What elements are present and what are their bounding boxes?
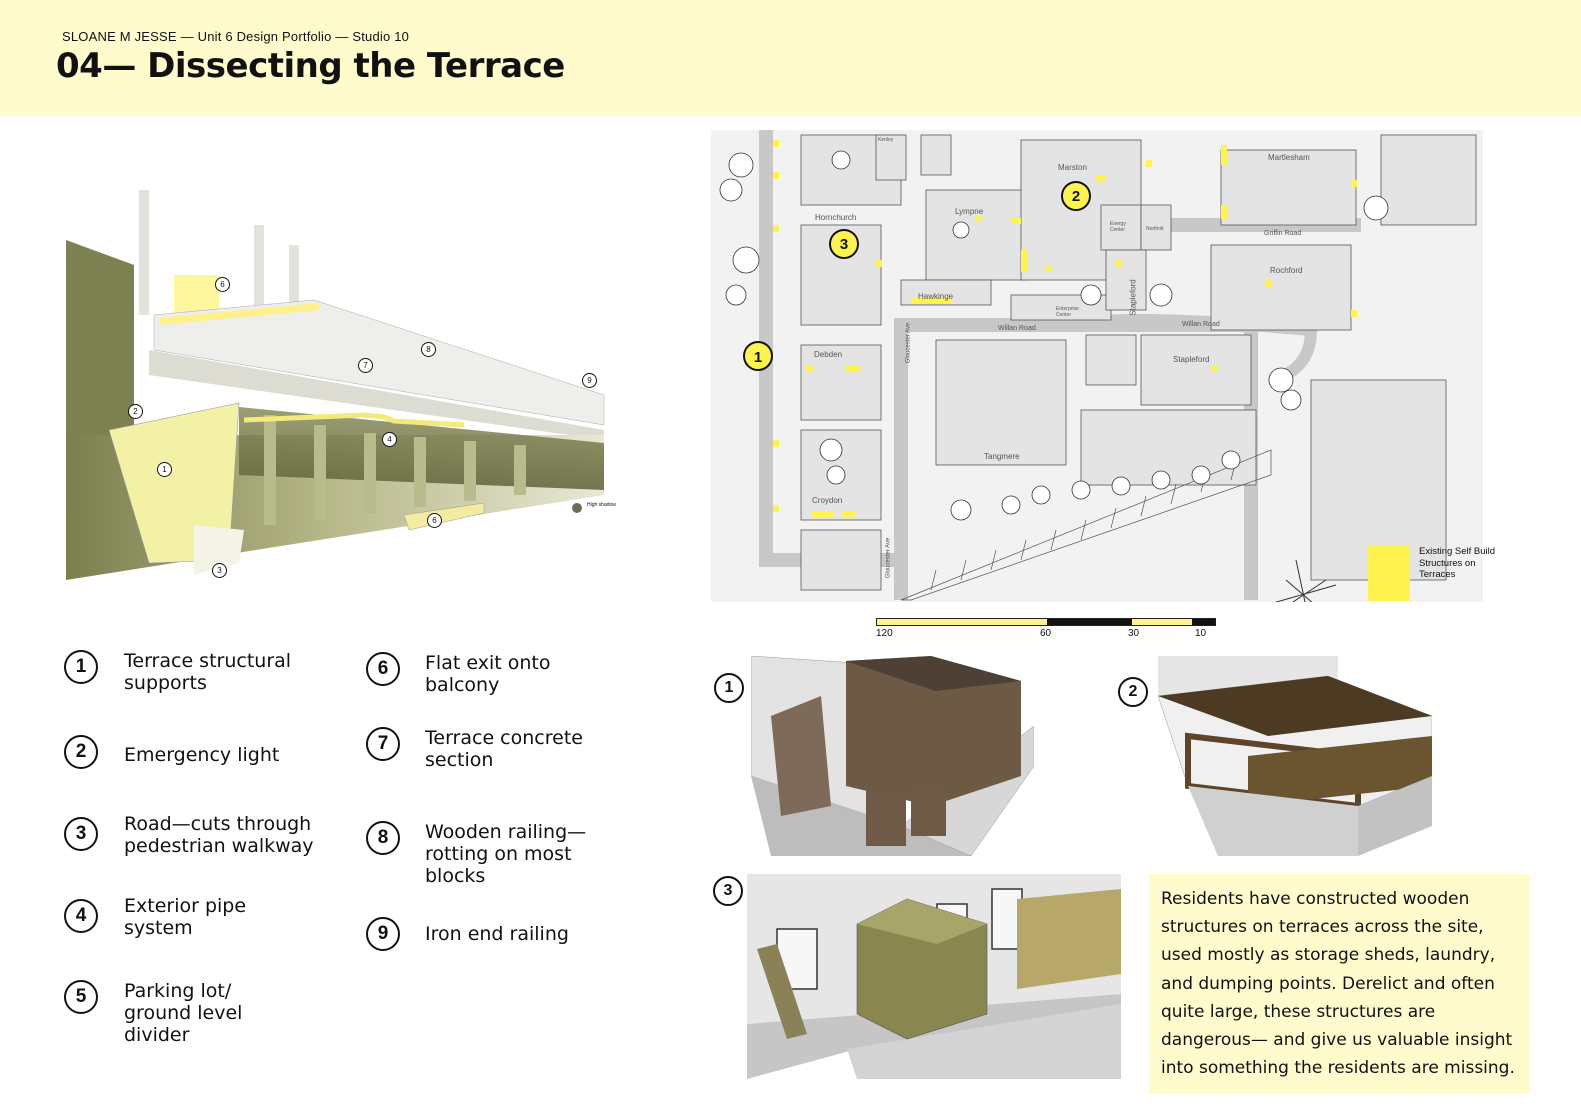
legend-number: 5: [64, 980, 98, 1014]
section-callout-6b: 6: [427, 513, 442, 528]
legend-number: 2: [64, 735, 98, 769]
legend-number: 7: [366, 727, 400, 761]
thumbnail-number-2: 2: [1118, 677, 1148, 707]
legend-label: Road—cuts through pedestrian walkway: [124, 813, 314, 857]
terrace-section-drawing: [66, 190, 605, 580]
legend-item-2: 2 Emergency light: [64, 735, 334, 769]
legend-label: Emergency light: [124, 744, 280, 766]
legend-label: Wooden railing— rotting on most blocks: [425, 821, 587, 887]
map-label: Gloucester Ave: [885, 537, 892, 579]
section-callout-2: 2: [128, 404, 143, 419]
shadow-legend-label: High shadow: [587, 502, 616, 508]
map-label: Willan Road: [1182, 321, 1220, 328]
legend-label: Flat exit onto balcony: [425, 652, 551, 696]
structure-render-1: [751, 656, 1034, 856]
legend-item-7: 7 Terrace concrete section: [366, 727, 636, 771]
scale-label: 120: [876, 628, 893, 639]
map-label: Marston: [1058, 163, 1087, 172]
description-panel: Residents have constructed wooden struct…: [1149, 874, 1530, 1094]
map-label: Kenley: [878, 137, 894, 143]
map-label: Stapleford: [1128, 279, 1138, 316]
header-band: SLOANE M JESSE — Unit 6 Design Portfolio…: [0, 0, 1581, 116]
map-marker-2: 2: [1071, 188, 1081, 205]
scale-label: 60: [1040, 628, 1052, 639]
scale-label: 30: [1128, 628, 1140, 639]
section-callout-9: 9: [582, 373, 597, 388]
legend-label: Iron end railing: [425, 923, 569, 945]
map-label: Croydon: [812, 496, 843, 505]
legend-item-3: 3 Road—cuts through pedestrian walkway: [64, 813, 344, 857]
map-label: Debden: [814, 350, 843, 359]
legend-number: 3: [64, 817, 98, 851]
section-callout-4: 4: [382, 432, 397, 447]
legend-label: Terrace concrete section: [425, 727, 583, 771]
map-label: Hawkinge: [918, 292, 954, 301]
map-label: Energy Center: [1110, 221, 1126, 233]
legend-number: 8: [366, 821, 400, 855]
legend-number: 9: [366, 917, 400, 951]
map-label: Martlesham: [1268, 153, 1310, 162]
legend-label: Parking lot/ ground level divider: [124, 980, 243, 1046]
map-label: Gloucester Ave: [905, 322, 912, 364]
legend-text: Existing Self Build Structures on Terrac…: [1419, 546, 1496, 580]
legend-swatch: [1368, 545, 1410, 601]
structure-render-2: [1158, 656, 1432, 856]
portfolio-subtitle: SLOANE M JESSE — Unit 6 Design Portfolio…: [62, 29, 410, 44]
legend-item-6: 6 Flat exit onto balcony: [366, 652, 636, 696]
legend-label: Exterior pipe system: [124, 895, 247, 939]
legend-item-4: 4 Exterior pipe system: [64, 895, 334, 939]
legend-number: 6: [366, 652, 400, 686]
map-label: Stapleford: [1173, 355, 1210, 364]
section-callout-7: 7: [358, 358, 373, 373]
map-label: Northolt: [1146, 226, 1164, 232]
map-label: Tangmere: [984, 452, 1020, 461]
scale-track: [876, 618, 1216, 626]
map-label: Enterprise Center: [1056, 306, 1079, 318]
legend-item-5: 5 Parking lot/ ground level divider: [64, 980, 334, 1046]
scale-bar: 120 60 30 10: [876, 618, 1216, 642]
scale-label: 10: [1195, 628, 1207, 639]
map-label: Griffin Road: [1264, 230, 1302, 237]
map-marker-3: 3: [839, 236, 849, 253]
thumbnail-number-3: 3: [713, 876, 743, 906]
thumbnail-number-1: 1: [714, 673, 744, 703]
legend-label: Terrace structural supports: [124, 650, 292, 694]
legend-item-9: 9 Iron end railing: [366, 917, 636, 951]
map-label: Rochford: [1270, 266, 1303, 275]
legend-item-8: 8 Wooden railing— rotting on most blocks: [366, 821, 636, 887]
section-callout-3: 3: [212, 563, 227, 578]
legend-item-1: 1 Terrace structural supports: [64, 650, 334, 694]
legend-number: 1: [64, 650, 98, 684]
legend-number: 4: [64, 899, 98, 933]
map-label: Lympne: [955, 207, 984, 216]
site-map: [711, 130, 1483, 602]
map-label: Hornchurch: [815, 213, 857, 222]
structure-render-3: [747, 874, 1121, 1079]
section-callout-1: 1: [157, 462, 172, 477]
page-title: 04— Dissecting the Terrace: [56, 46, 565, 86]
section-callout-6a: 6: [215, 277, 230, 292]
section-callout-8: 8: [421, 342, 436, 357]
map-marker-1: 1: [753, 349, 763, 366]
map-label: Willan Road: [998, 325, 1036, 332]
